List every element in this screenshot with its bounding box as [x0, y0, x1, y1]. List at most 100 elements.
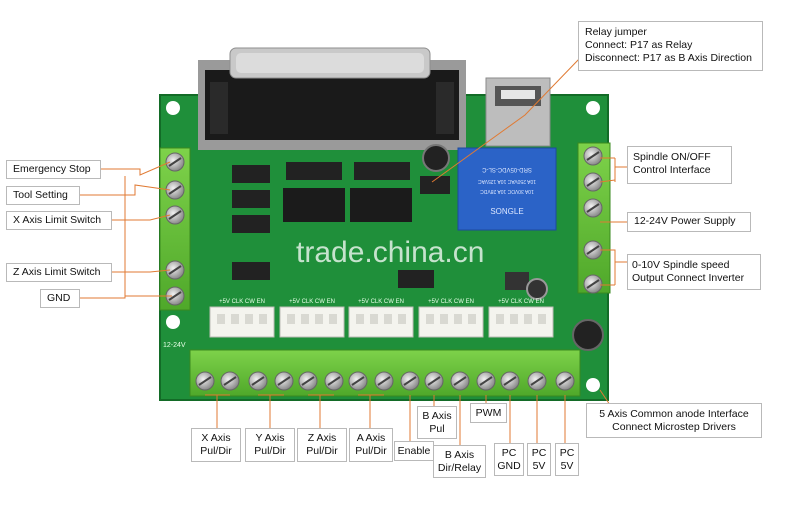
- terminal-screw: [374, 371, 394, 391]
- callout-pc-gnd-line2: GND: [497, 460, 521, 472]
- callout-gnd: GND: [40, 289, 80, 308]
- callout-power-supply-text: 12-24V Power Supply: [634, 215, 736, 227]
- callout-y-axis-line2: Pul/Dir: [254, 445, 286, 457]
- callout-pc-5v-1: PC 5V: [527, 443, 551, 476]
- ic-chips: [232, 162, 529, 290]
- header-connector: +5V CLK CW EN: [348, 299, 414, 338]
- callout-x-limit-text: X Axis Limit Switch: [13, 214, 102, 226]
- callout-x-axis: X Axis Pul/Dir: [191, 428, 241, 462]
- header-pin-label: +5V CLK CW EN: [219, 299, 265, 305]
- callout-a-axis: A Axis Pul/Dir: [349, 428, 393, 462]
- terminal-screw: [298, 371, 318, 391]
- callout-b-axis-pul-line1: B Axis: [422, 410, 452, 422]
- leader-lines: [78, 57, 630, 445]
- callout-pwm: PWM: [470, 403, 507, 423]
- callout-power-supply: 12-24V Power Supply: [627, 212, 751, 232]
- callout-a-axis-line1: A Axis: [356, 432, 386, 444]
- callout-pc-5v-1-line1: PC: [531, 447, 547, 459]
- callout-spindle-speed-line1: 0-10V Spindle speed: [632, 259, 730, 271]
- header-pin-label: +5V CLK CW EN: [428, 299, 474, 305]
- callout-z-limit: Z Axis Limit Switch: [6, 263, 112, 282]
- callout-enable-text: Enable: [397, 445, 431, 457]
- callout-pc-5v-1-line2: 5V: [532, 460, 546, 472]
- callout-spindle-onoff: Spindle ON/OFF Control Interface: [627, 146, 732, 184]
- usb-connector: [485, 77, 551, 147]
- left-terminal-block: [159, 147, 191, 311]
- callout-emergency-stop: Emergency Stop: [6, 160, 101, 179]
- callout-x-limit: X Axis Limit Switch: [6, 211, 112, 230]
- terminal-screw: [583, 172, 603, 192]
- callout-spindle-speed: 0-10V Spindle speed Output Connect Inver…: [627, 254, 761, 290]
- callout-x-axis-line1: X Axis: [201, 432, 231, 444]
- header-pin-label: +5V CLK CW EN: [498, 299, 544, 305]
- callout-spindle-onoff-line1: Spindle ON/OFF: [633, 151, 711, 163]
- terminal-screw: [165, 260, 185, 280]
- terminal-screw: [324, 371, 344, 391]
- callout-relay-jumper-title: Relay jumper: [585, 26, 647, 38]
- callout-z-axis-line2: Pul/Dir: [306, 445, 338, 457]
- callout-b-axis-pul: B Axis Pul: [417, 406, 457, 439]
- callout-enable: Enable: [394, 441, 434, 461]
- db25-connector: [198, 47, 466, 150]
- terminal-screw: [348, 371, 368, 391]
- callout-pc-gnd-line1: PC: [501, 447, 517, 459]
- terminal-screw: [165, 205, 185, 225]
- callout-a-axis-line2: Pul/Dir: [355, 445, 387, 457]
- mount-hole: [586, 101, 600, 115]
- relay-brand: SONGLE: [490, 207, 523, 216]
- callout-relay-jumper: Relay jumper Connect: P17 as Relay Disco…: [578, 21, 763, 71]
- callout-x-axis-line2: Pul/Dir: [200, 445, 232, 457]
- callout-common-anode-line1: 5 Axis Common anode Interface: [599, 408, 749, 420]
- terminal-screw: [583, 240, 603, 260]
- relay-rating-dc: 10A 30VDC 10A 28VDC: [480, 188, 534, 194]
- bottom-terminal-block: [189, 349, 581, 397]
- relay-model: SRD-05VDC-SL-C: [482, 166, 532, 172]
- header-pin-label: +5V CLK CW EN: [358, 299, 404, 305]
- terminal-screw: [424, 371, 444, 391]
- terminal-screw: [500, 371, 520, 391]
- callout-emergency-stop-text: Emergency Stop: [13, 163, 91, 175]
- callout-z-axis: Z Axis Pul/Dir: [297, 428, 347, 462]
- terminal-screw: [165, 180, 185, 200]
- terminal-screw: [527, 371, 547, 391]
- capacitors: [422, 144, 604, 351]
- mount-hole: [166, 101, 180, 115]
- callout-pc-gnd: PC GND: [494, 443, 524, 476]
- terminal-screw: [555, 371, 575, 391]
- terminal-screw: [583, 198, 603, 218]
- header-connector: +5V CLK CW EN: [418, 299, 484, 338]
- callout-common-anode-line2: Connect Microstep Drivers: [612, 421, 736, 433]
- relay-rating-ac: 10A 250VAC 10A 125VAC: [478, 178, 536, 184]
- callout-common-anode: 5 Axis Common anode Interface Connect Mi…: [586, 403, 762, 438]
- callout-pwm-text: PWM: [475, 407, 502, 419]
- mount-hole: [586, 378, 600, 392]
- header-connector: +5V CLK CW EN: [488, 299, 554, 338]
- watermark: trade.china.cn: [296, 236, 485, 269]
- terminal-screw: [274, 371, 294, 391]
- callout-relay-jumper-disconnect: Disconnect: P17 as B Axis Direction: [585, 52, 752, 64]
- callout-b-axis-dir-line1: B Axis: [444, 449, 475, 461]
- terminal-screw: [476, 371, 496, 391]
- callout-pc-5v-2: PC 5V: [555, 443, 579, 476]
- header-pin-label: +5V CLK CW EN: [289, 299, 335, 305]
- relay: SONGLE SRD-05VDC-SL-C 10A 250VAC 10A 125…: [457, 147, 557, 231]
- callout-y-axis-line1: Y Axis: [255, 432, 285, 444]
- callout-z-limit-text: Z Axis Limit Switch: [13, 266, 101, 278]
- callout-spindle-speed-line2: Output Connect Inverter: [632, 272, 745, 284]
- callout-pc-5v-2-line1: PC: [559, 447, 575, 459]
- terminal-screw: [400, 371, 420, 391]
- callout-tool-setting: Tool Setting: [6, 186, 80, 205]
- mount-hole: [166, 315, 180, 329]
- callout-pc-5v-2-line2: 5V: [560, 460, 574, 472]
- callout-b-axis-pul-line2: Pul: [429, 423, 445, 435]
- callout-spindle-onoff-line2: Control Interface: [633, 164, 711, 176]
- callout-relay-jumper-connect: Connect: P17 as Relay: [585, 39, 693, 51]
- callout-b-axis-dir: B Axis Dir/Relay: [433, 445, 486, 478]
- terminal-screw: [220, 371, 240, 391]
- terminal-screw: [583, 146, 603, 166]
- header-connector: +5V CLK CW EN: [279, 299, 345, 338]
- right-terminal-block: [577, 142, 611, 294]
- callout-b-axis-dir-line2: Dir/Relay: [437, 462, 482, 474]
